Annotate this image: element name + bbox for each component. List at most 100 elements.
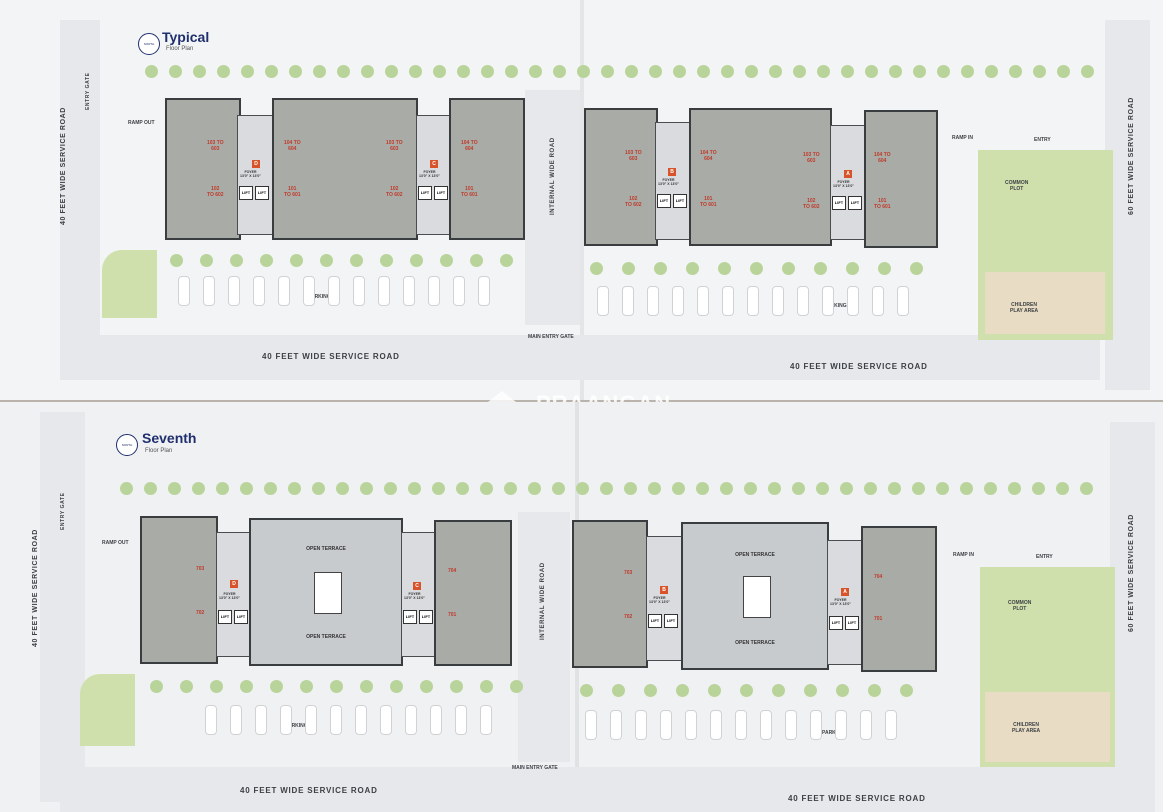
tree-icon [120, 482, 133, 495]
car-icon [378, 276, 390, 306]
common-plot-label: COMMON PLOT [1005, 180, 1029, 192]
tree-icon [720, 482, 733, 495]
tree-icon [409, 65, 422, 78]
car-icon [872, 286, 884, 316]
tree-icon [936, 482, 949, 495]
car-icon [647, 286, 659, 316]
open-terrace-label-rb: OPEN TERRACE [735, 640, 775, 646]
tree-icon [1009, 65, 1022, 78]
seventh-foyer-b: FOYER 13'0" X 13'0" [649, 596, 670, 604]
tree-icon [912, 482, 925, 495]
unit-dc-bot: 101 TO 601 [284, 186, 301, 198]
lift-b-2: LIFT [673, 194, 687, 208]
tree-icon [817, 65, 830, 78]
tree-icon [433, 65, 446, 78]
car-icon [697, 286, 709, 316]
tree-icon [686, 262, 699, 275]
tree-icon [200, 254, 213, 267]
tree-icon [1008, 482, 1021, 495]
seventh-foyer-a: FOYER 13'0" X 13'0" [830, 598, 851, 606]
tree-icon [625, 65, 638, 78]
car-icon [428, 276, 440, 306]
parking-left-label-2: PARKING [285, 723, 308, 729]
car-icon [480, 705, 492, 735]
car-icon [178, 276, 190, 306]
tree-icon [470, 254, 483, 267]
seventh-wing-c-block [434, 520, 512, 666]
unit-a-right-top: 104 TO 604 [874, 152, 891, 164]
seventh-wing-c-badge: C [413, 582, 421, 590]
car-icon [860, 710, 872, 740]
unit-c-top: 103 TO 603 [386, 140, 403, 152]
unit-b-top: 103 TO 603 [625, 150, 642, 162]
tree-icon [216, 482, 229, 495]
car-icon [797, 286, 809, 316]
page-subtitle-2: Floor Plan [145, 448, 173, 454]
tree-icon [456, 482, 469, 495]
left-road-label-2: 40 FEET WIDE SERVICE ROAD [32, 529, 39, 647]
main-entry-gate-label: MAIN ENTRY GATE [528, 334, 574, 340]
tree-icon [337, 65, 350, 78]
wing-d-core [237, 115, 273, 235]
wing-d-block [165, 98, 241, 240]
car-icon [585, 710, 597, 740]
north-compass-icon-2: NORTH [116, 434, 138, 456]
tree-icon [380, 254, 393, 267]
tree-icon [768, 482, 781, 495]
unit-ba-bot: 101 TO 601 [700, 196, 717, 208]
tree-icon [361, 65, 374, 78]
parking-right-label: PARKING [824, 303, 847, 309]
car-icon [330, 705, 342, 735]
seventh-unit-701-c: 701 [448, 612, 457, 618]
tree-icon [504, 482, 517, 495]
tree-icon [601, 65, 614, 78]
tree-icon [180, 680, 193, 693]
tree-icon [769, 65, 782, 78]
parking-right-label-2: PARKING [822, 730, 845, 736]
children-play-area [985, 272, 1105, 334]
seventh-lift-a-2: LIFT [845, 616, 859, 630]
lift-c-1: LIFT [418, 186, 432, 200]
tree-icon [889, 65, 902, 78]
common-plot-label-2: COMMON PLOT [1008, 600, 1032, 612]
tree-icon [360, 482, 373, 495]
car-icon [885, 710, 897, 740]
seventh-lift-b-1: LIFT [648, 614, 662, 628]
internal-road-label: INTERNAL WIDE ROAD [550, 137, 556, 215]
tree-icon [654, 262, 667, 275]
tree-icon [744, 482, 757, 495]
seventh-floor-plan-panel: NORTH Seventh Floor Plan 40 FEET WIDE SE… [0, 402, 1163, 812]
car-icon [205, 705, 217, 735]
car-icon [303, 276, 315, 306]
ramp-out-label: RAMP OUT [128, 120, 155, 126]
ramp-in-label: RAMP IN [952, 135, 974, 141]
tree-icon [648, 482, 661, 495]
tree-icon [846, 262, 859, 275]
car-icon [478, 276, 490, 306]
tree-icon [868, 684, 881, 697]
left-road-label: 40 FEET WIDE SERVICE ROAD [60, 107, 67, 225]
seventh-unit-701-a: 701 [874, 616, 883, 622]
unit-d-top: 103 TO 603 [207, 140, 224, 152]
tree-icon [552, 482, 565, 495]
bottom-road-right-label: 40 FEET WIDE SERVICE ROAD [790, 362, 928, 371]
seventh-wing-b-block [572, 520, 648, 668]
seventh-open-terrace-left: OPEN TERRACE OPEN TERRACE [249, 518, 403, 666]
tree-icon [576, 482, 589, 495]
foyer-a: FOYER 13'0" X 13'0" [833, 180, 854, 188]
seventh-lift-c-1: LIFT [403, 610, 417, 624]
seventh-lift-a-1: LIFT [829, 616, 843, 630]
typical-floor-plan-panel: NORTH Typical Floor Plan 40 FEET WIDE SE… [0, 0, 1163, 400]
wing-b-left-block [584, 108, 658, 246]
wing-b-core [655, 122, 691, 240]
tree-icon [168, 482, 181, 495]
seventh-foyer-d: FOYER 13'0" X 13'0" [219, 592, 240, 600]
entry-label: ENTRY [1034, 137, 1051, 143]
wing-dc-block [272, 98, 418, 240]
unit-a-right-bot: 101 TO 601 [874, 198, 891, 210]
bottom-road-label-2: 40 FEET WIDE SERVICE ROAD [240, 786, 378, 795]
tree-icon [450, 680, 463, 693]
tree-icon [330, 680, 343, 693]
tree-icon [1080, 482, 1093, 495]
tree-icon [888, 482, 901, 495]
